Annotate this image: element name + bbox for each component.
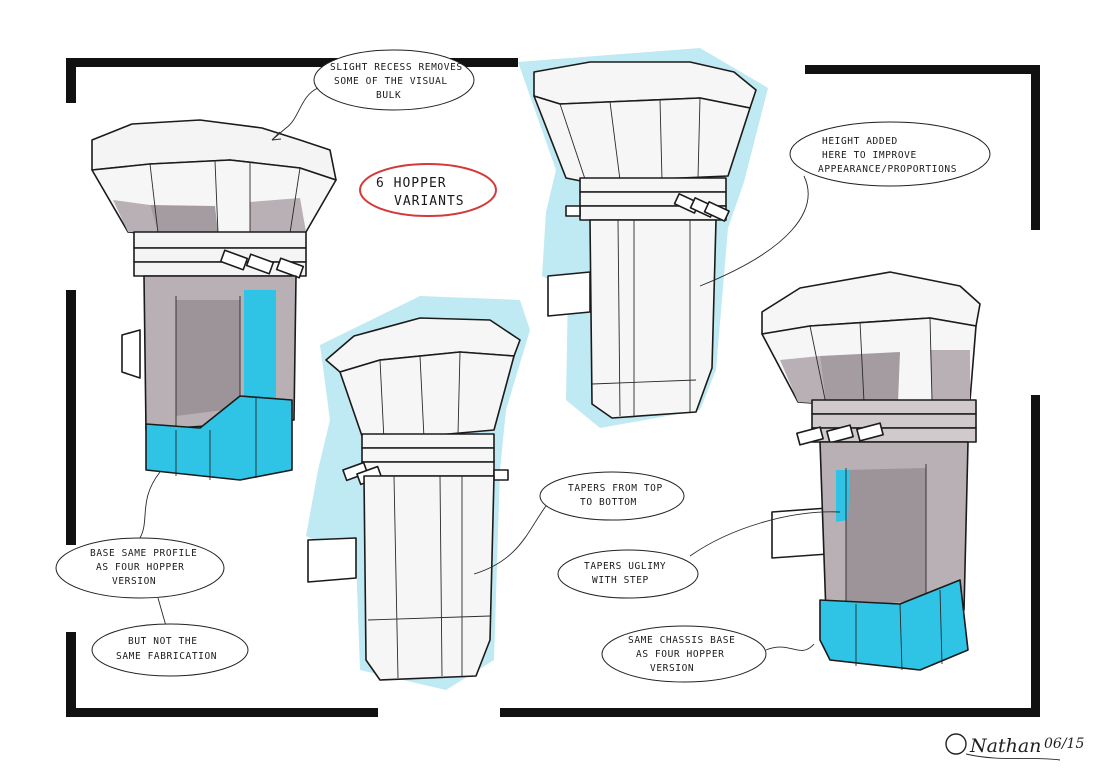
callout-base-profile-line-1: BASE SAME PROFILE [90, 548, 197, 559]
callout-recess-line-3: BULK [376, 90, 401, 101]
frame-top-left-v [66, 58, 76, 103]
callout-base-profile: BASE SAME PROFILE AS FOUR HOPPER VERSION [55, 471, 225, 627]
callout-chassis-line-1: SAME CHASSIS BASE [628, 635, 735, 646]
title-line-2: VARIANTS [394, 194, 465, 209]
callout-tapers-step-line-1: TAPERS UGLIMY [584, 561, 666, 572]
callout-tapers-step-ellipse [557, 549, 699, 599]
copyright-mark [945, 733, 967, 755]
callout-fabrication: BUT NOT THE SAME FABRICATION [91, 623, 249, 677]
callout-recess-ellipse [313, 49, 475, 111]
callout-height-line-3: APPEARANCE/PROPORTIONS [818, 164, 957, 175]
callout-chassis: SAME CHASSIS BASE AS FOUR HOPPER VERSION [601, 625, 815, 683]
frame-right-v [1031, 395, 1040, 717]
callout-chassis-line-2: AS FOUR HOPPER [636, 649, 724, 660]
callout-tapers-top: TAPERS FROM TOP TO BOTTOM [473, 471, 685, 575]
callout-height: HEIGHT ADDED HERE TO IMPROVE APPEARANCE/… [699, 121, 991, 287]
callout-tapers-step: TAPERS UGLIMY WITH STEP [557, 511, 841, 599]
callout-recess-line-2: SOME OF THE VISUAL [334, 76, 448, 87]
callout-recess: SLIGHT RECESS REMOVES SOME OF THE VISUAL… [271, 49, 475, 141]
frame-top-right-h [805, 65, 1040, 74]
callout-fabrication-line-1: BUT NOT THE [128, 636, 198, 647]
callout-tapers-top-ellipse [539, 471, 685, 521]
frame-brackets [66, 58, 1040, 717]
signature-date: 06/15 [1044, 736, 1084, 752]
title-ellipse [359, 163, 497, 217]
callout-chassis-ellipse [601, 625, 767, 683]
callout-chassis-line-3: VERSION [650, 663, 694, 674]
callout-base-profile-line-2: AS FOUR HOPPER [96, 562, 184, 573]
callout-height-line-1: HEIGHT ADDED [822, 136, 898, 147]
callout-tapers-top-line-1: TAPERS FROM TOP [568, 483, 663, 494]
title-callout: 6 HOPPER VARIANTS [359, 163, 497, 217]
hopper-variant-right [761, 271, 981, 671]
frame-bottom-left-v [66, 632, 76, 717]
callout-tapers-step-line-2: WITH STEP [592, 575, 649, 586]
hopper-variant-top-center [518, 48, 768, 428]
callout-height-ellipse [789, 121, 991, 187]
frame-bottom-right-h [500, 708, 1040, 717]
frame-top-right-v [1031, 65, 1040, 230]
frame-bottom-left-h [66, 708, 378, 717]
callout-fabrication-ellipse [91, 623, 249, 677]
callout-fabrication-line-2: SAME FABRICATION [116, 651, 217, 662]
signature-name: Nathan [969, 735, 1041, 757]
callout-recess-line-1: SLIGHT RECESS REMOVES [330, 62, 463, 73]
callout-tapers-top-line-2: TO BOTTOM [580, 497, 637, 508]
hopper-variant-left [91, 119, 337, 481]
callout-height-line-2: HERE TO IMPROVE [822, 150, 917, 161]
title-line-1: 6 HOPPER [376, 176, 447, 191]
signature: Nathan 06/15 [945, 733, 1084, 761]
frame-top-left-h [66, 58, 518, 67]
hopper-variant-bottom-center [306, 296, 530, 690]
callout-base-profile-line-3: VERSION [112, 576, 156, 587]
frame-left-v [66, 290, 76, 545]
